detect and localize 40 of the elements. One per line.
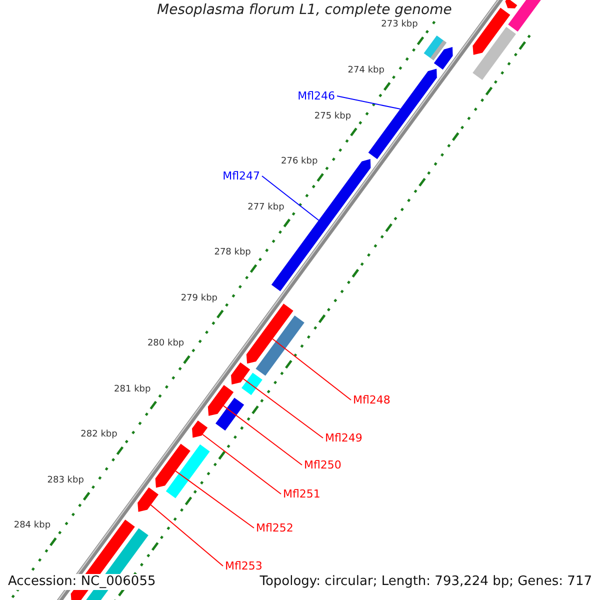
tick-label: 274 kbp [348,66,384,76]
gene-label: Mfl248 [353,393,390,407]
tick-label: 277 kbp [248,202,284,214]
leader-line [336,96,401,110]
tick-label: 284 kbp [14,521,51,532]
gene-label: Mfl249 [325,431,362,445]
gene-feature [231,362,250,384]
tick-label: 282 kbp [80,430,118,441]
leader-line [175,470,254,528]
tick-label: 283 kbp [47,475,84,486]
leader-line [223,405,302,466]
leader-line [150,504,224,566]
gene-feature [505,0,518,8]
gene-feature [472,8,510,55]
tick-label: 278 kbp [214,248,251,259]
genome-info-text: Topology: circular; Length: 793,224 bp; Genes: 717 [260,574,592,590]
gene-feature [208,385,234,416]
gene-feature [138,487,158,512]
gene-label: Mfl251 [283,487,320,501]
accession-text: Accession: NC_006055 [8,574,156,590]
leader-line [262,176,320,221]
gene-label: Mfl250 [304,458,342,472]
tick-label: 280 kbp [147,338,184,350]
gene-label: Mfl247 [222,169,260,183]
gene-label: Mfl246 [298,89,335,103]
gene-feature [434,47,453,70]
gene-label: Mfl252 [256,521,294,535]
tick-label: 275 kbp [314,111,352,122]
gene-label: Mfl253 [225,559,262,573]
gene-feature [155,444,190,488]
tick-label: 276 kbp [281,156,318,168]
leader-line [272,338,352,400]
gene-feature [246,304,294,364]
leader-line [242,378,324,438]
tick-label: 279 kbp [180,293,218,304]
tick-label: 281 kbp [114,384,151,396]
leader-line [202,434,282,494]
tick-label: 273 kbp [381,20,418,31]
diagram-title: Mesoplasma florum L1, complete genome [157,2,452,19]
gene-feature [192,420,208,438]
